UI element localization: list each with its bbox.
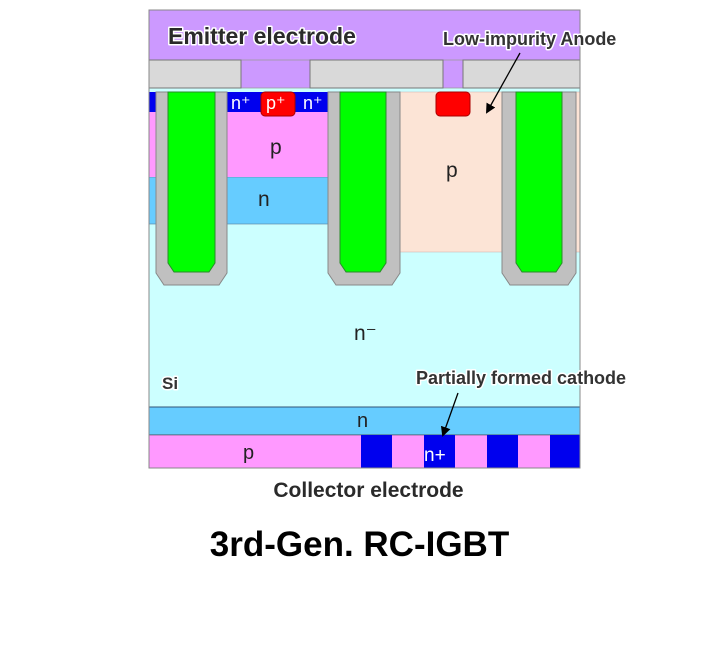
oxide-block-3 — [462, 59, 581, 89]
collector-electrode-label: Collector electrode — [273, 479, 464, 502]
p-collector-label: p — [243, 442, 254, 464]
n-layer-label: n — [258, 188, 270, 211]
trench-3 — [501, 91, 577, 286]
n-plus-left-label: n⁺ — [231, 93, 251, 113]
partially-formed-cathode-annotation: Partially formed cathode — [416, 368, 626, 388]
n-plus-right-label: n⁺ — [303, 93, 323, 113]
trench-1 — [155, 91, 228, 286]
device-outline — [148, 9, 581, 469]
n-buffer-label: n — [357, 410, 368, 432]
n-plus-cathode-island-4 — [550, 435, 580, 468]
p-plus-label: p⁺ — [266, 93, 286, 113]
p-anode-label: p — [446, 159, 458, 182]
n-plus-cathode-island-3 — [487, 435, 518, 468]
n-plus-cathode-island-2 — [424, 435, 455, 468]
anode-annotation-arrow — [486, 52, 521, 114]
n-drift-label: n⁻ — [354, 322, 377, 345]
p-plus-region — [260, 91, 296, 117]
oxide-block-1 — [148, 59, 242, 89]
n-plus-strip-far-left — [149, 92, 157, 112]
low-impurity-anode-annotation: Low-impurity Anode — [443, 29, 616, 49]
anode-contact — [435, 91, 471, 117]
p-body-label: p — [270, 136, 282, 159]
oxide-block-2 — [309, 59, 444, 89]
n-plus-cathode-label: n+ — [424, 445, 446, 466]
silicon-label: Si — [162, 374, 178, 393]
diagram-title: 3rd-Gen. RC-IGBT — [209, 525, 510, 564]
trench-2 — [327, 91, 401, 286]
n-plus-cathode-island-1 — [361, 435, 392, 468]
cathode-annotation-arrow — [440, 392, 459, 437]
emitter-electrode-label: Emitter electrode — [168, 23, 356, 49]
